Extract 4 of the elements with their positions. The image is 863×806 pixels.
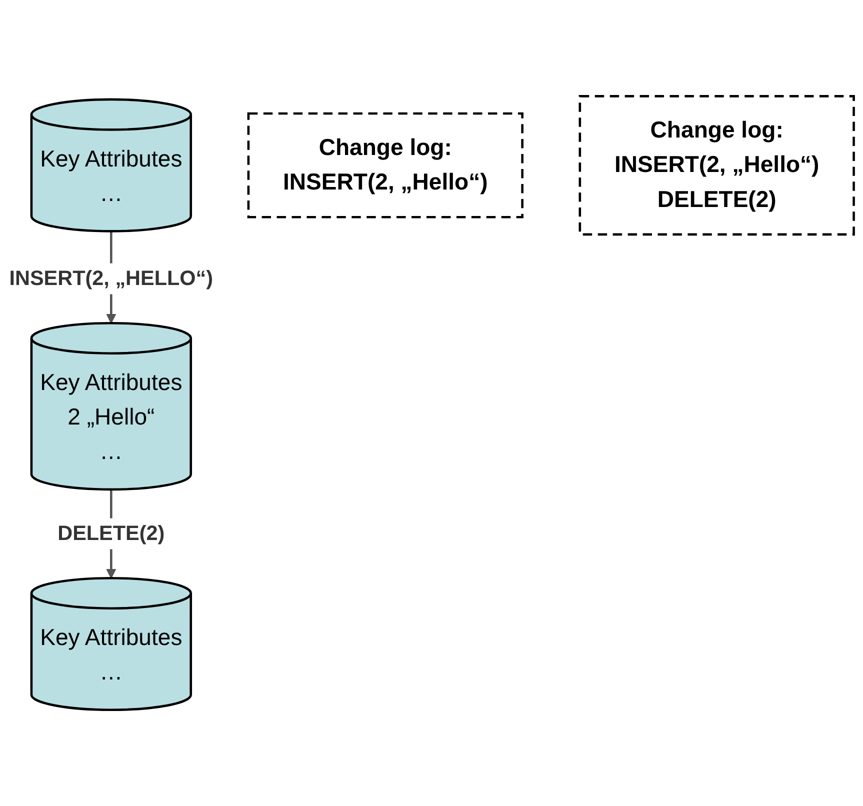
node-box: Change log: INSERT(2, „Hello“) DELETE(2) xyxy=(578,95,855,236)
edge-label: DELETE(2) xyxy=(58,522,165,545)
node-box: Change log: INSERT(2, „Hello“) xyxy=(247,112,524,218)
edge-label: INSERT(2, „HELLO“) xyxy=(9,266,214,290)
